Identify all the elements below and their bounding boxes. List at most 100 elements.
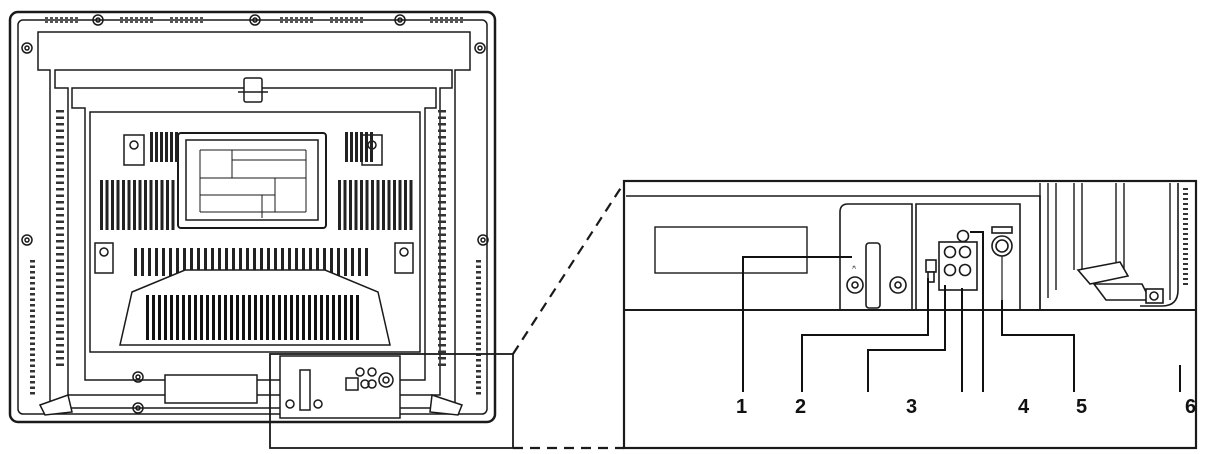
vent-slot — [344, 248, 347, 276]
vent-slot — [438, 181, 446, 184]
vent-slot — [260, 295, 263, 340]
vent-slot — [438, 337, 446, 340]
vent-slot — [284, 295, 287, 340]
vent-slot — [30, 331, 35, 334]
vent-slot — [438, 363, 446, 366]
vent-slot — [404, 180, 407, 230]
vent-slot — [438, 129, 446, 132]
vent-slot — [438, 350, 446, 353]
vent-slot — [1183, 273, 1188, 275]
callout-leader-lines — [742, 231, 1181, 392]
bottom-label-slot — [164, 374, 258, 404]
antenna-jack-icon — [846, 276, 864, 294]
vent-slot — [56, 175, 64, 178]
vent-slot — [56, 168, 64, 171]
vent-slot — [204, 248, 207, 276]
vent-slot — [170, 295, 173, 340]
vent-slot — [438, 214, 446, 217]
vent-slot — [438, 220, 446, 223]
vent-slot — [56, 318, 64, 321]
vent-slot — [164, 295, 167, 340]
vent-slot — [438, 194, 446, 197]
vent-slot — [175, 17, 178, 23]
vent-slot — [1183, 283, 1188, 285]
vent-slot — [30, 326, 35, 329]
zoom-inner-housing — [839, 203, 913, 310]
vent-slot — [185, 17, 188, 23]
vent-slot — [365, 248, 368, 276]
vent-slot — [30, 298, 35, 301]
vent-slot — [56, 298, 64, 301]
vent-slot — [409, 180, 413, 230]
vent-slot — [430, 17, 433, 23]
zoom-indicator — [269, 182, 625, 450]
lower-vent-slots — [146, 295, 359, 340]
vent-slot — [127, 180, 131, 230]
vent-slot — [274, 248, 277, 276]
vent-slot — [211, 248, 214, 276]
vent-slot — [338, 180, 341, 230]
middle-vent-banks — [100, 132, 413, 276]
vent-slot — [50, 17, 53, 23]
vent-slot — [105, 180, 109, 230]
vent-slot — [438, 149, 446, 152]
zoom-corner-curve — [1140, 183, 1179, 307]
vent-slot — [150, 17, 153, 23]
vent-slot — [476, 381, 481, 384]
vent-slot — [75, 17, 78, 23]
vent-slot — [260, 248, 263, 276]
vent-slot — [246, 248, 249, 276]
vent-slot — [438, 136, 446, 139]
vent-slot — [280, 17, 283, 23]
vent-slot — [171, 180, 175, 230]
vent-slot — [56, 279, 64, 282]
vent-slot — [125, 17, 128, 23]
vent-slot — [288, 248, 291, 276]
callout-3: 3 — [906, 396, 917, 418]
vent-slot — [1183, 253, 1188, 255]
vent-slot — [166, 180, 169, 230]
vent-slot — [360, 180, 363, 230]
vent-slot — [360, 132, 363, 162]
vent-slot — [438, 259, 446, 262]
vent-slot — [445, 17, 448, 23]
vent-slot — [144, 180, 147, 230]
vent-slot — [365, 180, 369, 230]
vent-slot — [382, 180, 385, 230]
vent-slot — [371, 180, 374, 230]
vent-slot — [438, 318, 446, 321]
vent-slot — [155, 248, 158, 276]
vent-slot — [438, 227, 446, 230]
vent-slot — [56, 214, 64, 217]
av-input-jack — [925, 259, 937, 273]
vent-slot — [438, 272, 446, 275]
vent-slot — [30, 271, 35, 274]
vent-slot — [1183, 188, 1188, 190]
vent-slot — [56, 350, 64, 353]
vent-slot — [438, 155, 446, 158]
vent-slot — [218, 248, 221, 276]
vent-slot — [1183, 193, 1188, 195]
vent-slot — [56, 357, 64, 360]
vent-slot — [350, 17, 353, 23]
vent-slot — [170, 17, 173, 23]
vent-slot — [332, 295, 335, 340]
vent-slot — [460, 17, 463, 23]
vent-slot — [56, 259, 64, 262]
vent-slot — [56, 188, 64, 191]
vent-slot — [354, 180, 358, 230]
vent-slot — [56, 292, 64, 295]
right-foot — [429, 393, 463, 416]
vent-slot — [148, 248, 151, 276]
vent-slot — [476, 392, 481, 395]
vent-slot — [345, 132, 348, 162]
zoom-right-vent — [1183, 188, 1188, 285]
vent-slot — [56, 220, 64, 223]
vent-slot — [190, 248, 193, 276]
vent-slot — [56, 363, 64, 366]
vent-slot — [195, 17, 198, 23]
vent-slot — [180, 17, 183, 23]
vent-slot — [56, 149, 64, 152]
vent-slot — [200, 295, 203, 340]
vent-slot — [398, 180, 402, 230]
